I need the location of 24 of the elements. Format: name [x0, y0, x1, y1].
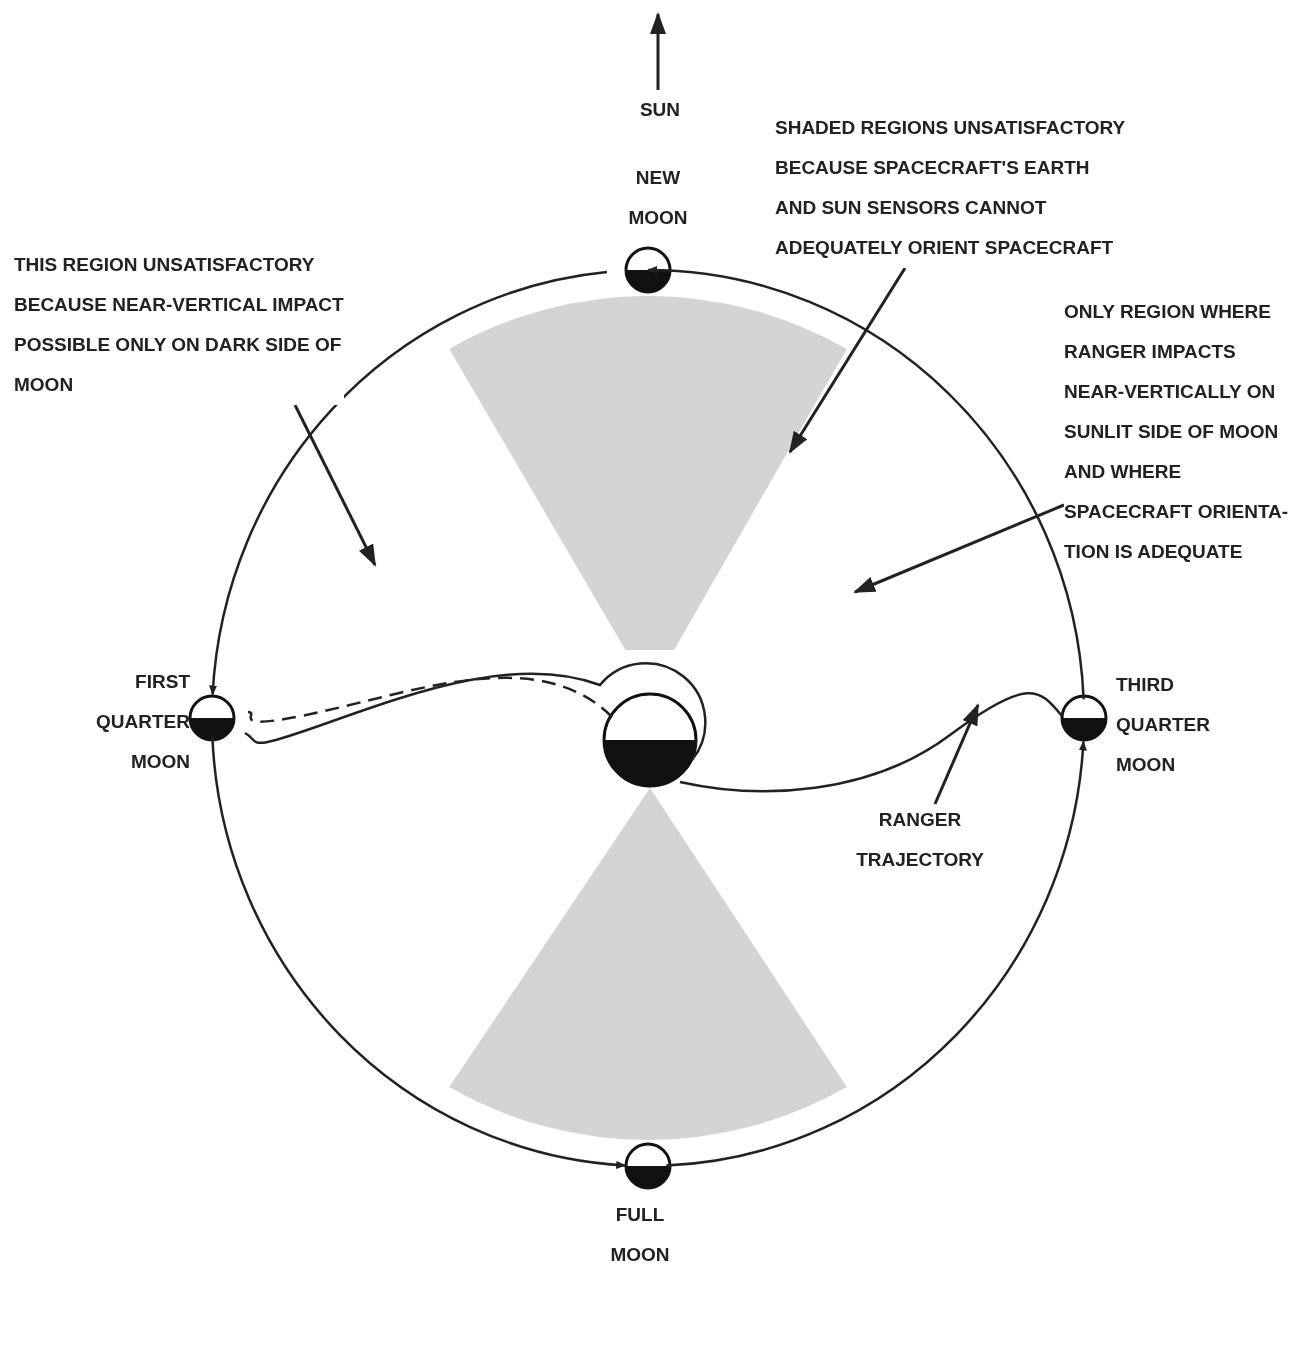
trajectory-line [244, 661, 707, 761]
moon-symbol [188, 694, 236, 742]
moon-label: THIRD QUARTER MOON [1116, 673, 1211, 777]
trajectory-line [247, 676, 613, 723]
orbit-arrow [209, 270, 608, 696]
moon-symbol [624, 1142, 672, 1190]
orbit-arrow [647, 266, 1085, 700]
callout-text: RANGER TRAJECTORY [820, 800, 1020, 880]
leader-arrow [788, 267, 907, 454]
trajectory-line [679, 692, 1063, 793]
earth-symbol [602, 692, 698, 788]
moon-label: NEW MOON [627, 166, 689, 230]
moon-label: FULL MOON [609, 1203, 671, 1267]
leader-arrow [933, 703, 980, 805]
moon-symbol [1060, 694, 1108, 742]
shaded-region [449, 788, 847, 1140]
moon-symbol [624, 246, 672, 294]
leader-arrow [853, 503, 1065, 594]
moon-label: FIRST QUARTER MOON [95, 670, 190, 774]
sun-label: SUN [638, 98, 682, 122]
shaded-region [449, 296, 847, 650]
orbit-arrow [211, 736, 627, 1169]
orbit-arrow [666, 740, 1087, 1167]
leader-arrow [293, 404, 377, 567]
